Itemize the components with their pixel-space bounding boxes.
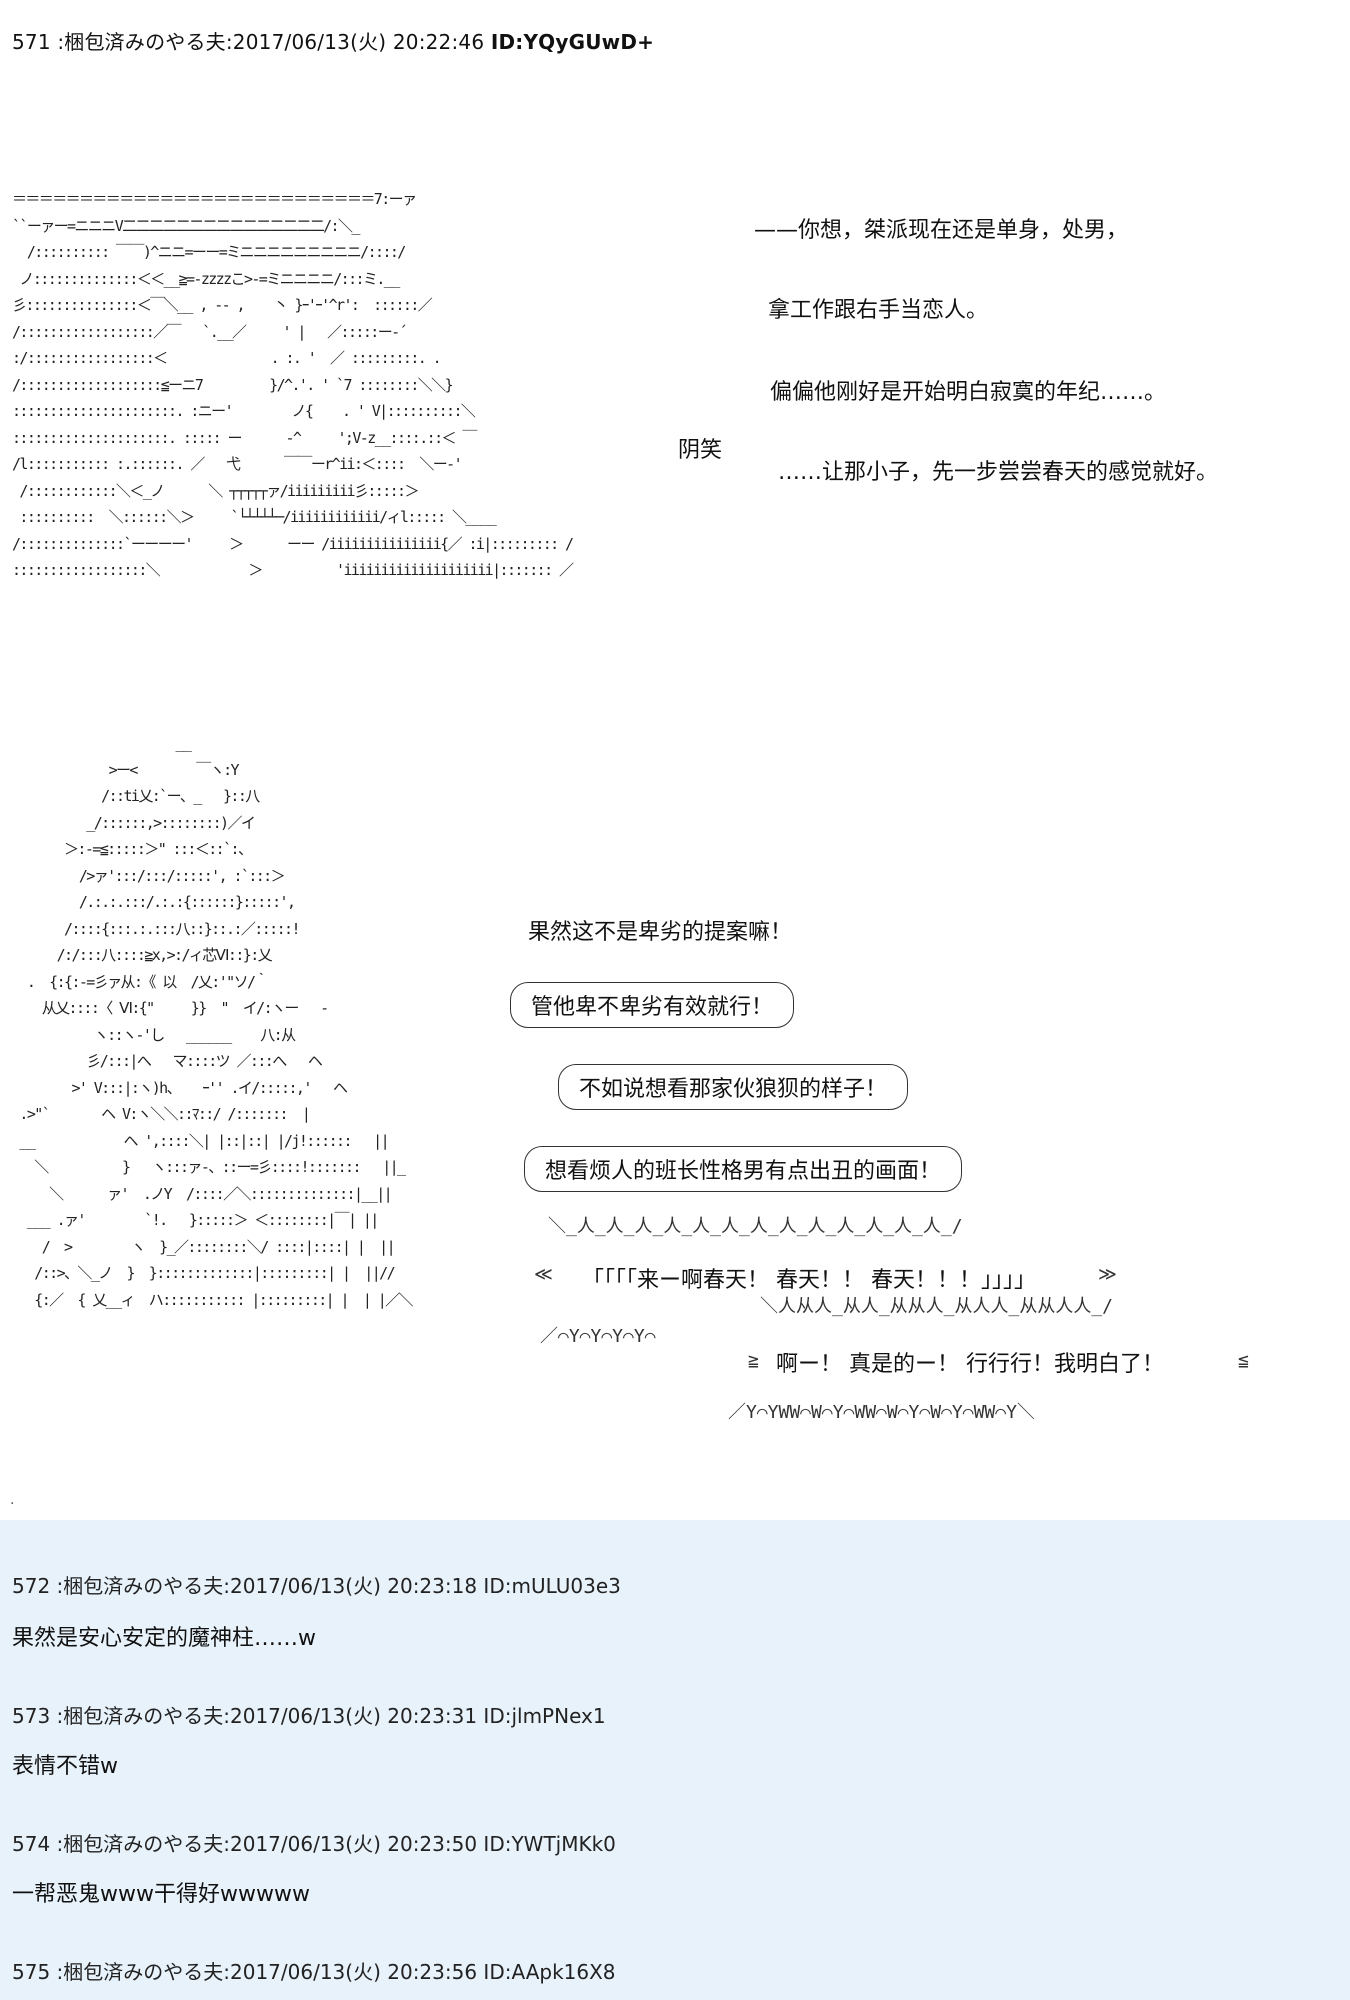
reply-bubble-text: 啊ー！ 真是的ー！ 行行行！我明白了！ [776,1352,1164,1377]
reply-header-573: 573 :梱包済みのやる夫:2017/06/13(火) 20:23:31 ID:… [12,1704,606,1728]
reply-section: 572 :梱包済みのやる夫:2017/06/13(火) 20:23:18 ID:… [0,1520,1350,2000]
speech-bubble-3: 不如说想看那家伙狼狈的样子！ [558,1064,909,1110]
end-dot: . [10,1492,15,1508]
reply-right-mark: ≦ [1238,1350,1249,1371]
reply-header-574: 574 :梱包済みのやる夫:2017/06/13(火) 20:23:50 ID:… [12,1832,616,1856]
shout-top-border: ＼_人_人_人_人_人_人_人_人_人_人_人_人_人_/ [548,1216,963,1237]
narration-line-4: ……让那小子，先一步尝尝春天的感觉就好。 [778,460,1219,485]
speech-bubble-4: 想看烦人的班长性格男有点出丑的画面！ [524,1146,963,1192]
narration-line-1: ——你想，桀派现在还是单身，处男， [754,218,1129,243]
reply-body-573: 表情不错w [12,1754,118,1779]
ascii-art-top: ＝＝＝＝＝＝＝＝＝＝＝＝＝＝＝＝＝＝＝＝＝＝＝＝＝＝＝7:ーァ ``ーァー=ニニ… [12,190,574,579]
reply-header-572: 572 :梱包済みのやる夫:2017/06/13(火) 20:23:18 ID:… [12,1574,621,1598]
post-header-meta: 571 :梱包済みのやる夫:2017/06/13(火) 20:22:46 [12,30,485,54]
narration-line-3: 偏偏他刚好是开始明白寂寞的年纪……。 [770,380,1167,405]
shout-right-mark: ≫ [1098,1264,1117,1285]
narration-line-2: 拿工作跟右手当恋人。 [768,298,989,323]
laugh-label: 阴笑 [678,438,723,463]
post-header: 571 :梱包済みのやる夫:2017/06/13(火) 20:22:46 ID:… [12,26,654,55]
reply-bubble-bottom-border: ／Y⌒YWW⌒W⌒Y⌒WW⌒W⌒Y⌒W⌒Y⌒WW⌒Y＼ [728,1402,1035,1423]
speech-line-1: 果然这不是卑劣的提案嘛！ [528,920,793,945]
speech-bubble-2: 管他卑不卑劣有效就行！ [510,982,795,1028]
shout-text: 「「「「来ー啊春天！ 春天！！ 春天！！！」」」」 [582,1268,1036,1293]
ascii-art-bottom: __ >ー< ￣ヽ:Y /::ti乂:`ー、_ }::八 _/::::::,>:… [19,734,413,1309]
post-id[interactable]: ID:YQyGUwD+ [490,30,655,54]
reply-body-574: 一帮恶鬼www干得好wwwww [12,1882,310,1907]
reply-header-575: 575 :梱包済みのやる夫:2017/06/13(火) 20:23:56 ID:… [12,1960,616,1984]
main-post: 571 :梱包済みのやる夫:2017/06/13(火) 20:22:46 ID:… [10,26,1249,1508]
shout-left-mark: ≪ [534,1264,553,1285]
shout-bottom-border: ＼人从人_从人_从从人_从人人_从从人人_/ [760,1296,1114,1317]
reply-left-mark: ≧ [748,1350,759,1371]
reply-bubble-top-border: ／⌒Y⌒Y⌒Y⌒Y⌒ [540,1326,656,1347]
reply-body-572: 果然是安心安定的魔神柱……w [12,1626,316,1651]
